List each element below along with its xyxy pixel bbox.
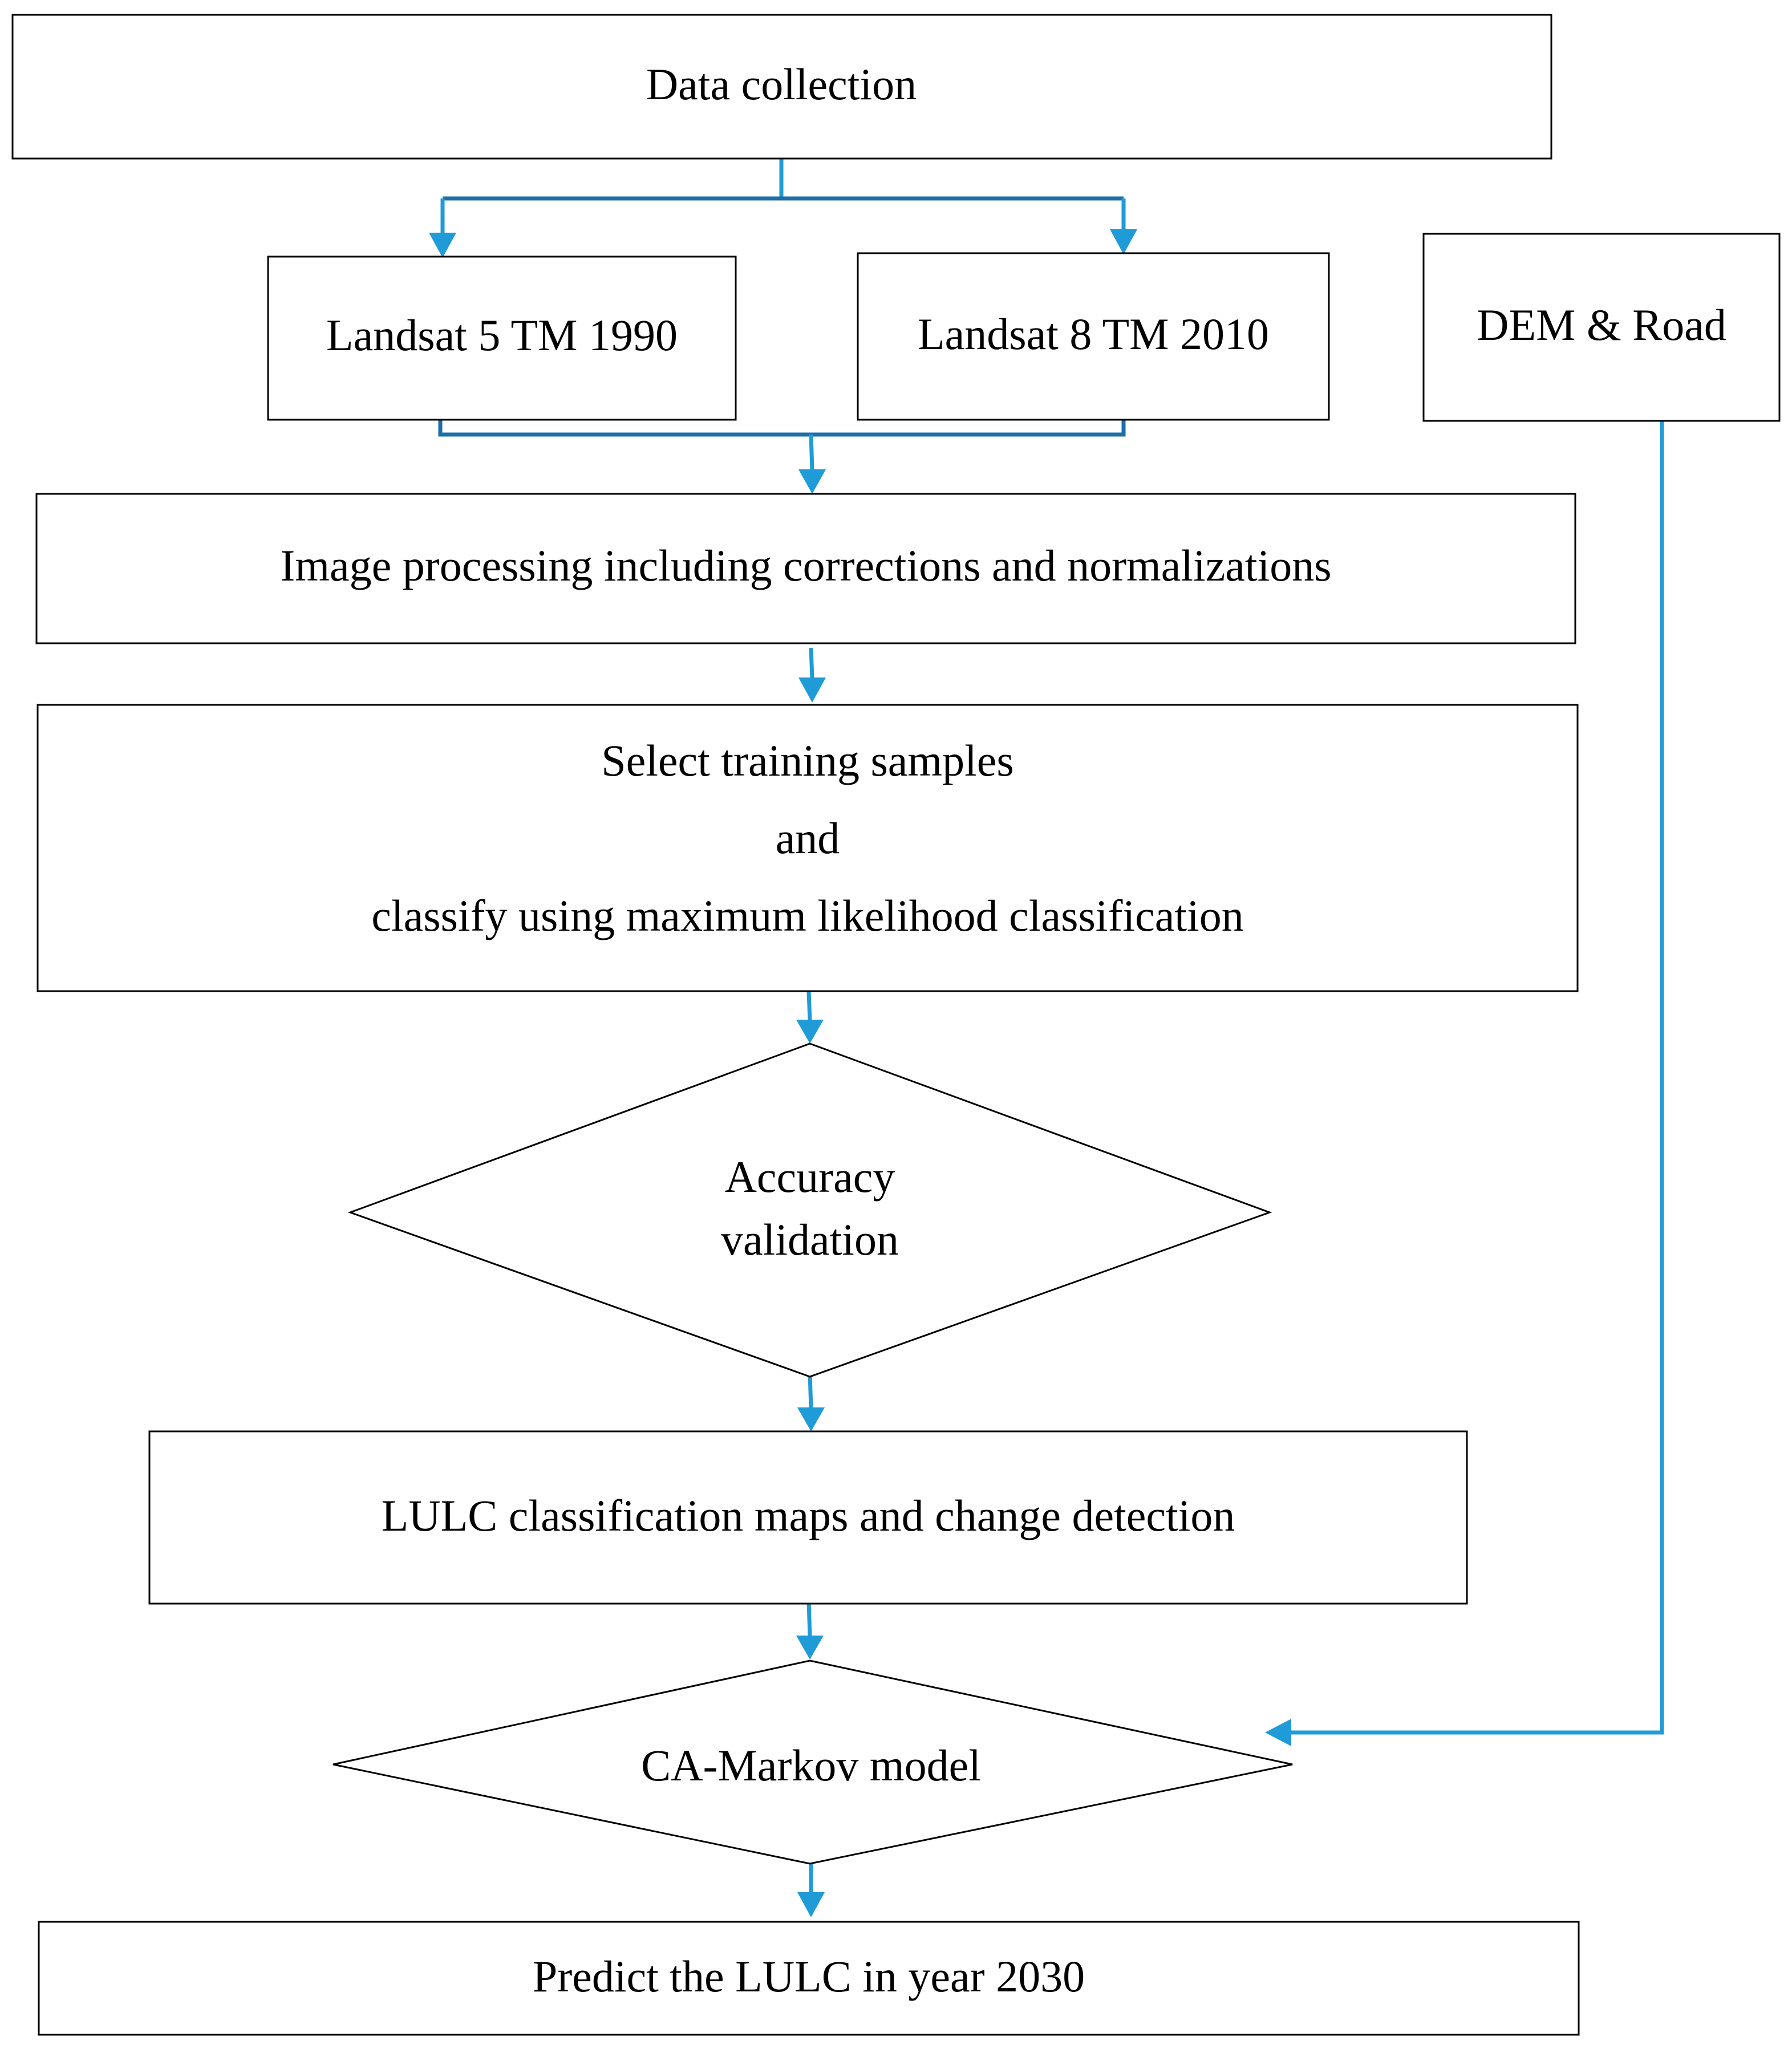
node-image-processing: Image processing including corrections a… bbox=[35, 493, 1576, 644]
node-landsat5-label: Landsat 5 TM 1990 bbox=[326, 310, 678, 360]
connector-merge-bar bbox=[438, 420, 1126, 437]
node-data-collection-label: Data collection bbox=[646, 59, 917, 109]
node-accuracy-validation: Accuracy validation bbox=[347, 1042, 1272, 1378]
arrowhead-dem-road bbox=[1265, 1719, 1291, 1746]
node-ca-markov-label: CA-Markov model bbox=[641, 1740, 981, 1790]
connector-to-image-processing bbox=[809, 434, 814, 471]
node-lulc-maps-label: LULC classification maps and change dete… bbox=[382, 1491, 1235, 1540]
node-landsat8-label: Landsat 8 TM 2010 bbox=[918, 309, 1269, 359]
arrowhead-training bbox=[798, 677, 826, 703]
node-predict-label: Predict the LULC in year 2030 bbox=[533, 1951, 1085, 2001]
node-landsat5: Landsat 5 TM 1990 bbox=[267, 255, 737, 421]
node-accuracy-line1: Accuracy bbox=[725, 1152, 895, 1202]
connector-to-lulc-maps bbox=[808, 1373, 813, 1409]
connector-dem-road bbox=[1290, 421, 1664, 1735]
arrowhead-predict bbox=[797, 1892, 825, 1917]
connector-to-training bbox=[809, 647, 814, 679]
node-training-line1: Select training samples bbox=[601, 736, 1013, 785]
node-ca-markov: CA-Markov model bbox=[333, 1659, 1293, 1865]
connector-to-accuracy bbox=[806, 991, 812, 1021]
node-predict: Predict the LULC in year 2030 bbox=[38, 1921, 1580, 2036]
arrowhead-ca-markov bbox=[796, 1636, 824, 1659]
arrowhead-lulc-maps bbox=[797, 1407, 825, 1431]
node-training-classification: Select training samples and classify usi… bbox=[37, 704, 1579, 992]
arrowhead-accuracy bbox=[796, 1020, 824, 1044]
node-training-line2: and bbox=[776, 813, 840, 863]
node-dem-road: DEM & Road bbox=[1422, 233, 1781, 422]
node-accuracy-line2: validation bbox=[721, 1215, 899, 1264]
node-training-line3: classify using maximum likelihood classi… bbox=[371, 891, 1243, 940]
node-dem-road-label: DEM & Road bbox=[1477, 300, 1726, 350]
arrowhead-landsat5 bbox=[429, 233, 456, 258]
node-data-collection: Data collection bbox=[11, 14, 1552, 160]
node-lulc-maps: LULC classification maps and change dete… bbox=[148, 1430, 1468, 1605]
connector-to-ca-markov bbox=[806, 1601, 812, 1637]
arrowhead-landsat8 bbox=[1110, 229, 1137, 254]
node-image-processing-label: Image processing including corrections a… bbox=[280, 541, 1331, 590]
arrowhead-image-processing bbox=[798, 469, 826, 494]
node-landsat8: Landsat 8 TM 2010 bbox=[857, 252, 1330, 421]
